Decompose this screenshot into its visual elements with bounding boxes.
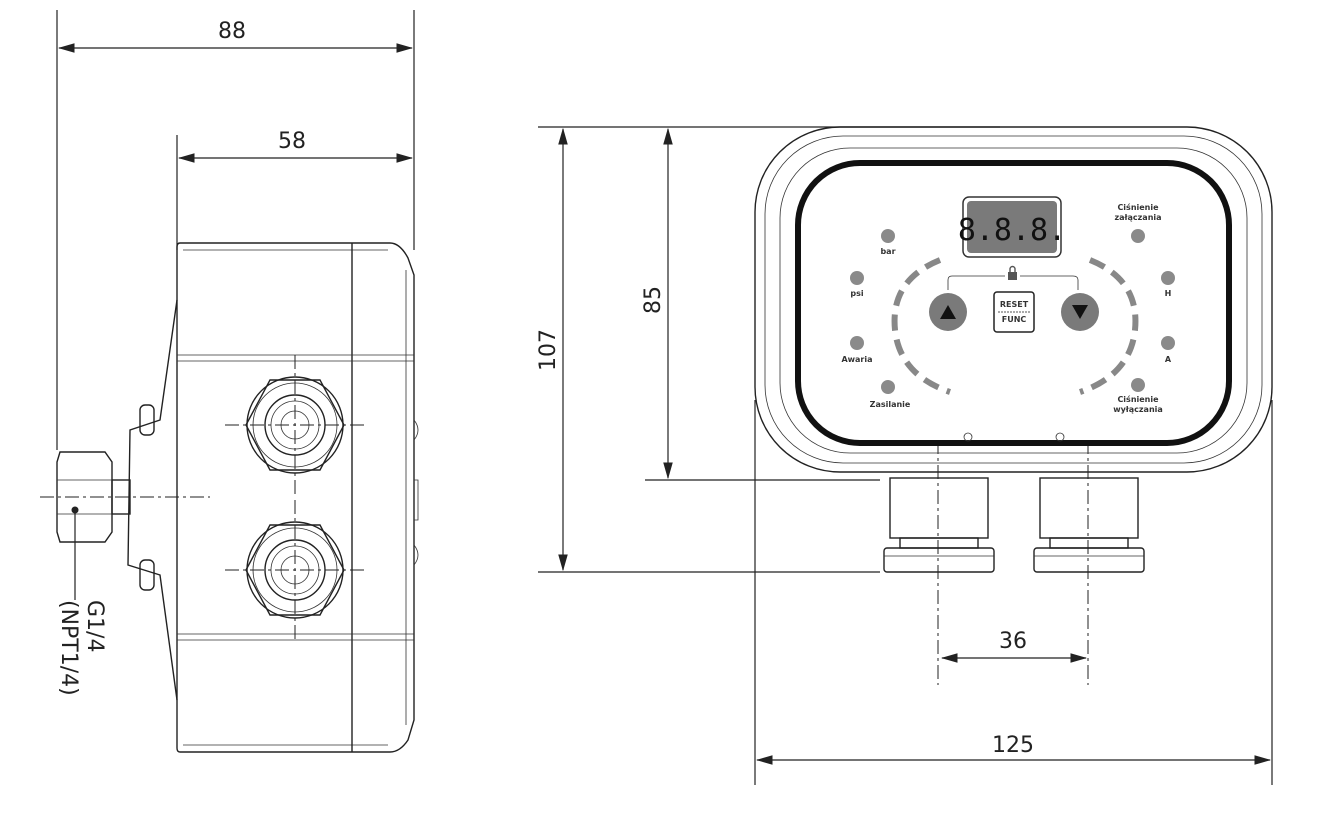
led-label-zasilanie: Zasilanie — [870, 400, 911, 409]
led-h — [1161, 271, 1175, 285]
housing-front — [754, 126, 1273, 473]
func-label: FUNC — [1002, 315, 1027, 324]
cable-gland-upper — [225, 355, 365, 495]
dimension-125: 125 — [992, 733, 1034, 758]
led-label-a: A — [1165, 355, 1172, 364]
display-digits: 8.8.8. — [958, 213, 1066, 248]
cable-gland-right — [1033, 477, 1145, 573]
led-a — [1161, 336, 1175, 350]
cable-gland-left — [883, 477, 995, 573]
lock-icon — [1008, 265, 1017, 280]
arrow-down-icon — [1072, 305, 1088, 319]
led-label-psi: psi — [850, 289, 863, 298]
dimension-107: 107 — [536, 329, 561, 371]
led-cisnienie-zalaczania — [1131, 229, 1145, 243]
led-label-cisnienie-wylaczania-2: wyłączania — [1113, 405, 1163, 414]
connection-thread-label: G1/4 — [82, 600, 107, 652]
led-awaria — [850, 336, 864, 350]
front-view: 107 85 125 36 8.8.8. — [536, 126, 1273, 785]
led-label-awaria: Awaria — [841, 355, 872, 364]
led-label-h: H — [1165, 289, 1172, 298]
led-cisnienie-wylaczania — [1131, 378, 1145, 392]
led-psi — [850, 271, 864, 285]
side-view: 88 58 G1/4 (NPT1/4) — [40, 10, 419, 753]
dimension-85: 85 — [641, 286, 666, 314]
reset-func-button[interactable]: RESET FUNC — [993, 291, 1035, 333]
housing-side — [176, 242, 415, 753]
led-display — [967, 201, 1057, 253]
pressure-connector — [56, 451, 113, 543]
led-bar — [881, 229, 895, 243]
cable-gland-lower — [225, 500, 365, 640]
led-label-cisnienie-zalaczania-1: Ciśnienie — [1117, 202, 1159, 212]
arrow-up-icon — [940, 305, 956, 319]
led-label-cisnienie-zalaczania-2: załączania — [1114, 213, 1161, 222]
mounting-flange — [127, 299, 178, 701]
connection-thread-npt-label: (NPT1/4) — [56, 600, 81, 696]
led-zasilanie — [881, 380, 895, 394]
reset-label: RESET — [1000, 300, 1029, 309]
up-button[interactable] — [929, 293, 967, 331]
dimension-88: 88 — [218, 19, 246, 44]
dimension-58: 58 — [278, 129, 306, 154]
led-label-bar: bar — [880, 247, 895, 256]
led-label-cisnienie-wylaczania-1: Ciśnienie — [1117, 394, 1159, 404]
down-button[interactable] — [1061, 293, 1099, 331]
dimension-36: 36 — [999, 629, 1027, 654]
